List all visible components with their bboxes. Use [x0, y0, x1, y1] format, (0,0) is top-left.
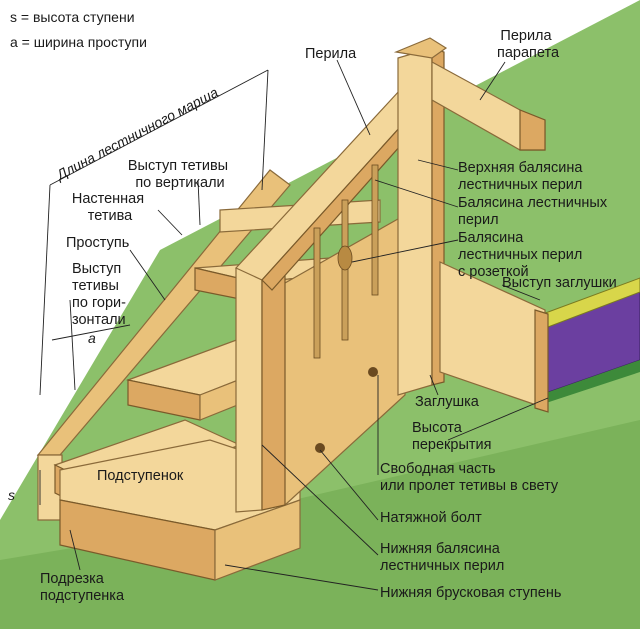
label-riser-cut: Подрезка подступенка: [40, 571, 125, 604]
label-stringer-vertical: Выступ тетивы по вертикали: [128, 158, 232, 191]
bottom-newel-post: [235, 257, 263, 513]
label-parapet: Перила парапета: [497, 28, 560, 61]
balusters: [313, 164, 379, 359]
label-wall-stringer: Настенная тетива: [72, 191, 148, 224]
label-tension-bolt: Натяжной болт: [380, 510, 482, 526]
label-tread: Проступь: [66, 235, 129, 251]
label-stringer-horizontal: Выступ тетивы по гори- зонтали: [72, 261, 130, 328]
label-free-span: Свободная часть или пролет тетивы в свет…: [380, 461, 559, 494]
legend-a: a = ширина проступи: [10, 34, 147, 50]
label-baluster-rosette: Балясина лестничных перил с розеткой: [458, 230, 586, 280]
legend-s: s = высота ступени: [10, 9, 135, 25]
label-riser: Подступенок: [97, 468, 184, 484]
bolt-hole-lower: [315, 443, 325, 453]
label-bottom-newel: Нижняя балясина лестничных перил: [380, 541, 504, 574]
label-top-newel: Верхняя балясина лестничных перил: [458, 160, 586, 193]
ground-shadow: [0, 420, 640, 629]
label-handrail: Перила: [305, 46, 357, 62]
dim-s: s: [8, 487, 15, 503]
dimension-lines: [39, 69, 269, 505]
label-bottom-step: Нижняя брусковая ступень: [380, 585, 561, 601]
top-newel-post: [397, 47, 433, 396]
label-baluster: Балясина лестничных перил: [458, 195, 611, 228]
bolt-hole-upper: [368, 367, 378, 377]
label-cap-projection: Выступ заглушки: [502, 275, 617, 291]
leader-lines: [69, 59, 549, 591]
dim-a: a: [88, 330, 96, 346]
label-cap: Заглушка: [415, 394, 480, 410]
label-floor-height: Высота перекрытия: [412, 420, 491, 453]
